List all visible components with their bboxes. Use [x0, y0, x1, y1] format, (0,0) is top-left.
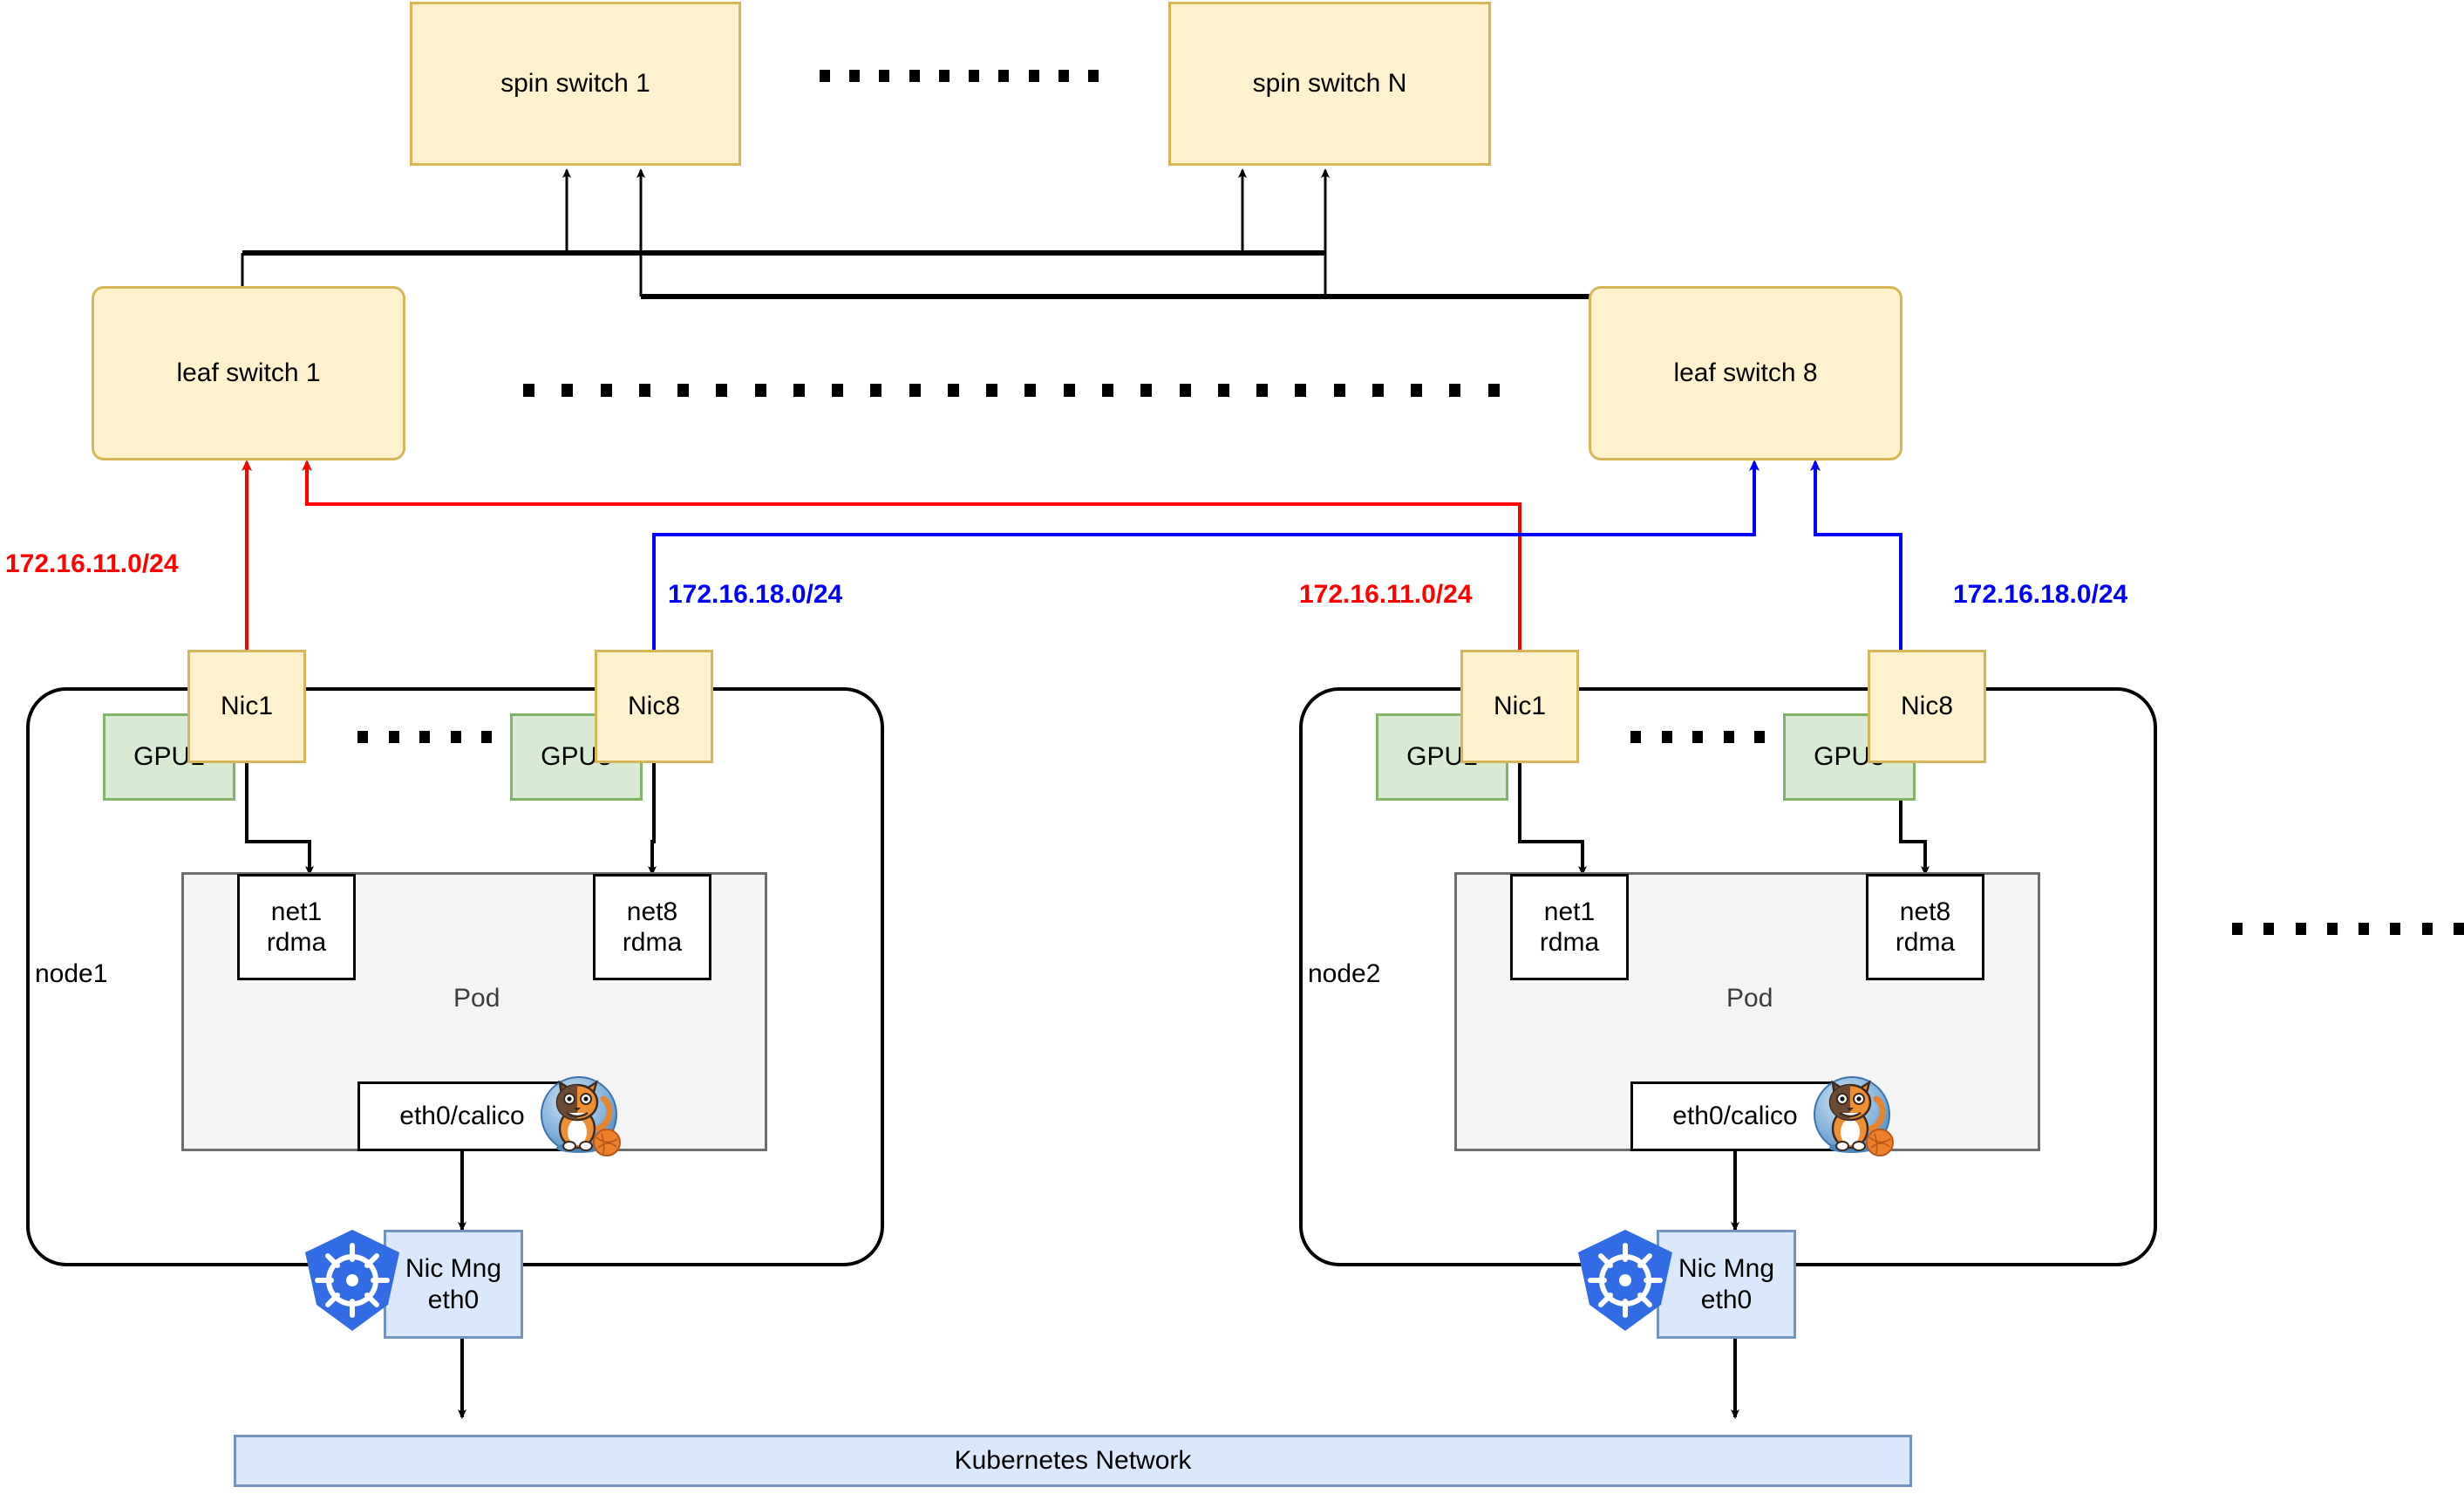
node2-nic8-label: Nic8	[1900, 692, 1953, 721]
spine-ellipsis	[820, 70, 1099, 82]
leaf-switch-8-label: leaf switch 8	[1673, 358, 1818, 388]
subnet-label-node1-nic1: 172.16.11.0/24	[5, 549, 179, 578]
kubernetes-helm-icon	[296, 1225, 408, 1336]
node2-label: node2	[1308, 959, 1381, 988]
node2-nic1[interactable]: Nic1	[1460, 650, 1579, 763]
node2-nic1-label: Nic1	[1493, 692, 1546, 721]
node1-label: node1	[35, 959, 108, 988]
calico-cat-icon	[530, 1066, 628, 1163]
kubernetes-network-bar[interactable]: Kubernetes Network	[234, 1435, 1912, 1487]
spine-switch-n-label: spin switch N	[1252, 69, 1407, 99]
calico-cat-icon	[1803, 1066, 1901, 1163]
subnet-label-node1-nic8: 172.16.18.0/24	[668, 580, 843, 609]
node1-nic8[interactable]: Nic8	[595, 650, 713, 763]
node2-gpu-ellipsis	[1630, 731, 1796, 743]
kubernetes-network-label: Kubernetes Network	[954, 1446, 1192, 1476]
node2-net1-rdma[interactable]: net1 rdma	[1510, 874, 1629, 980]
node2-net8-rdma[interactable]: net8 rdma	[1866, 874, 1984, 980]
node1-pod-label: Pod	[453, 984, 500, 1013]
spine-switch-1[interactable]: spin switch 1	[410, 2, 741, 166]
node1-nic1[interactable]: Nic1	[187, 650, 306, 763]
node-ellipsis	[2232, 923, 2464, 935]
subnet-label-node2-nic8: 172.16.18.0/24	[1953, 580, 2128, 609]
leaf-ellipsis	[523, 384, 1500, 397]
subnet-label-node2-nic1: 172.16.11.0/24	[1299, 580, 1473, 609]
node1-nic8-label: Nic8	[627, 692, 680, 721]
node2-pod-label: Pod	[1726, 984, 1773, 1013]
kubernetes-helm-icon	[1569, 1225, 1681, 1336]
node2-nic8[interactable]: Nic8	[1868, 650, 1986, 763]
node1-gpu-ellipsis	[357, 731, 523, 743]
leaf-switch-1[interactable]: leaf switch 1	[92, 286, 405, 460]
leaf-switch-8[interactable]: leaf switch 8	[1589, 286, 1902, 460]
spine-switch-n[interactable]: spin switch N	[1168, 2, 1491, 166]
leaf-switch-1-label: leaf switch 1	[176, 358, 321, 388]
node1-net8-rdma[interactable]: net8 rdma	[593, 874, 711, 980]
spine-switch-1-label: spin switch 1	[500, 69, 650, 99]
node1-nic1-label: Nic1	[220, 692, 273, 721]
node1-net1-rdma[interactable]: net1 rdma	[237, 874, 356, 980]
